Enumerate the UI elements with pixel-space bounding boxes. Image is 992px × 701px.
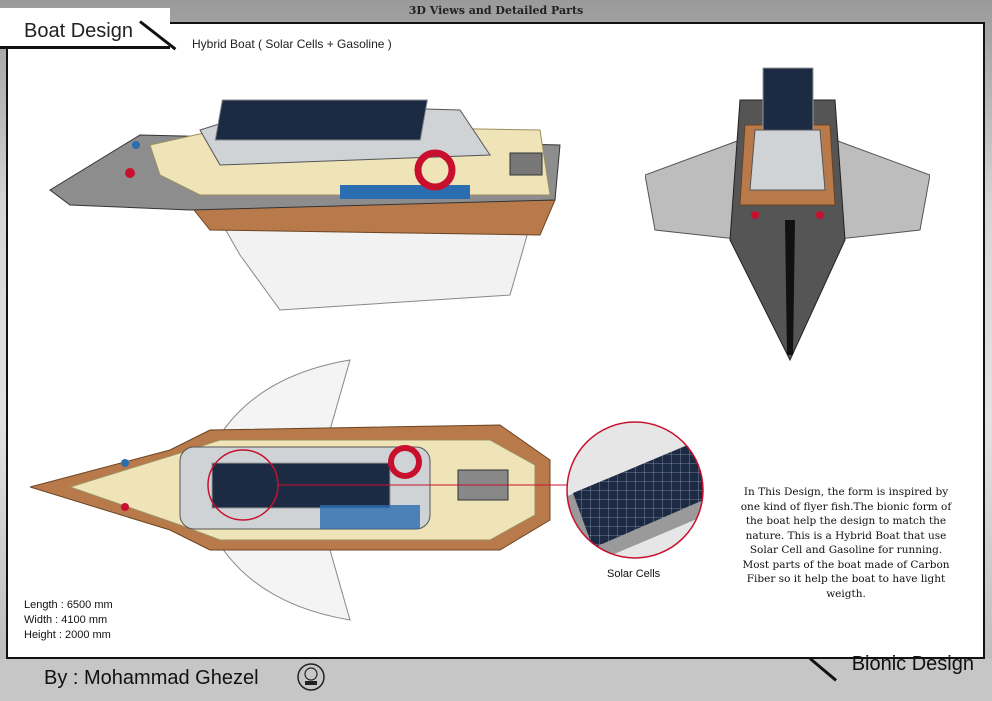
description-line: Solar Cell and Gasoline for running. [749, 544, 943, 556]
description-line: one kind of flyer fish.The bionic form o… [740, 500, 952, 513]
description: In This Design, the form is inspired by … [726, 485, 966, 601]
boat-front-illustration [645, 67, 930, 362]
boat-top-illustration [30, 359, 570, 621]
spec-height: Height : 2000 mm [24, 629, 111, 641]
description-line: Fiber so it help the boat to have light … [746, 573, 946, 600]
description-line: In This Design, the form is inspired by [743, 486, 949, 498]
top-title: 3D Views and Detailed Parts [408, 4, 584, 17]
footer-band [0, 659, 992, 701]
description-line: nature. This is a Hybrid Boat that use [745, 529, 947, 542]
author: By : Mohammad Ghezel [44, 667, 259, 689]
description-line: the boat help the design to match the [745, 515, 947, 527]
specifications: Length : 6500 mm Width : 4100 mm Height … [24, 598, 113, 643]
designer-logo-icon [297, 663, 325, 691]
description-line: Most parts of the boat made of Carbon [742, 558, 950, 571]
solar-cells-detail [566, 421, 704, 559]
title-tab [0, 8, 170, 49]
subtitle: Hybrid Boat ( Solar Cells + Gasoline ) [192, 37, 392, 51]
boat-perspective-illustration [49, 99, 561, 311]
solar-cells-label: Solar Cells [607, 568, 661, 580]
brand-title: Bionic Design [851, 653, 974, 675]
tab-title: Boat Design [24, 20, 133, 42]
spec-length: Length : 6500 mm [24, 599, 113, 611]
spec-width: Width : 4100 mm [24, 614, 108, 626]
